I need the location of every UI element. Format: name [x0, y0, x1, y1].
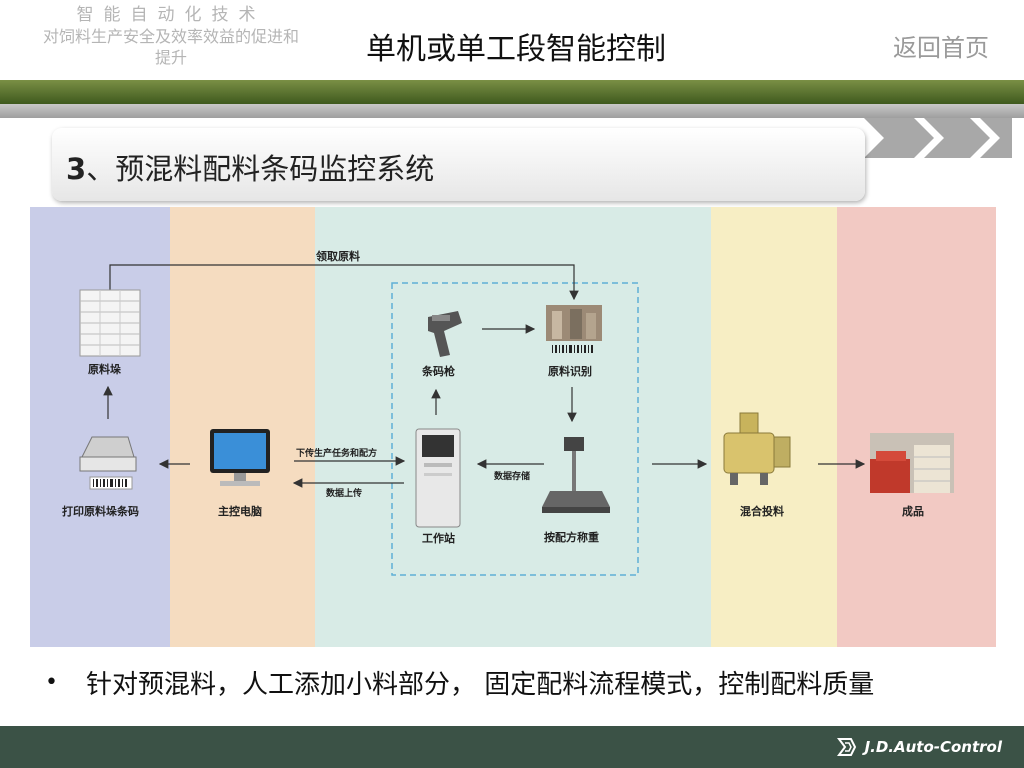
label-material-stack: 原料垛	[88, 362, 122, 376]
label-print-barcode: 打印原料垛条码	[62, 504, 139, 518]
header-tagline: 智能自动化技术 对饲料生产安全及效率效益的促进和 提升	[6, 4, 336, 68]
fetch-material-label: 领取原料	[315, 249, 360, 263]
section-header-box	[52, 128, 865, 201]
mixer-icon	[723, 412, 791, 485]
download-task-label: 下传生产任务和配方	[296, 447, 377, 459]
barcode-scanner-icon	[428, 311, 462, 357]
upload-data-label: 数据上传	[326, 487, 362, 499]
zone-product	[837, 207, 996, 647]
workstation-icon	[415, 428, 461, 528]
jd-logo-icon	[836, 738, 856, 756]
material-identification-icon	[546, 305, 602, 353]
footer-bar: J.D.Auto-Control	[0, 726, 1024, 768]
label-workstation: 工作站	[422, 531, 455, 545]
footer-logo: J.D.Auto-Control	[836, 737, 1002, 757]
bullet-dot: •	[45, 670, 58, 695]
section-title: 3、预混料配料条码监控系统	[66, 146, 434, 188]
section-number: 3	[66, 152, 87, 186]
label-material-id: 原料识别	[548, 364, 592, 378]
finished-product-icon	[870, 433, 954, 493]
bullet-text: 针对预混料，人工添加小料部分， 固定配料流程模式，控制配料质量	[86, 670, 875, 700]
section-title-text: 、预混料配料条码监控系统	[86, 152, 435, 186]
label-mixing: 混合投料	[740, 504, 784, 518]
computer-icon	[210, 429, 270, 486]
zone-batching	[315, 207, 711, 647]
zone-printing	[30, 207, 170, 647]
page-title: 单机或单工段智能控制	[366, 32, 666, 67]
header-band-grey	[0, 104, 1024, 118]
tagline-line2: 对饲料生产安全及效率效益的促进和	[42, 27, 299, 46]
chevron-decoration-icon	[864, 118, 1012, 158]
store-data-label: 数据存储	[494, 470, 530, 482]
label-product: 成品	[902, 504, 924, 518]
label-scanner: 条码枪	[421, 364, 455, 378]
label-weighing: 按配方称重	[544, 530, 599, 544]
barcode-monitoring-diagram: 领取原料 原料垛 打印原料垛条码 主控电脑	[30, 207, 996, 647]
zone-control	[170, 207, 315, 647]
label-main-pc: 主控电脑	[218, 504, 262, 518]
material-stack-icon	[79, 289, 141, 357]
weighing-scale-icon	[542, 437, 610, 513]
header-band-green	[0, 80, 1024, 104]
footer-logo-text: J.D.Auto-Control	[864, 738, 1002, 756]
tagline-line1: 智能自动化技术	[76, 5, 266, 25]
batching-boundary	[391, 282, 639, 576]
zone-mixing	[711, 207, 837, 647]
home-link[interactable]: 返回首页	[893, 34, 989, 62]
tagline-line3: 提升	[154, 48, 187, 67]
printer-icon	[79, 436, 137, 490]
fetch-material-line	[109, 264, 579, 301]
